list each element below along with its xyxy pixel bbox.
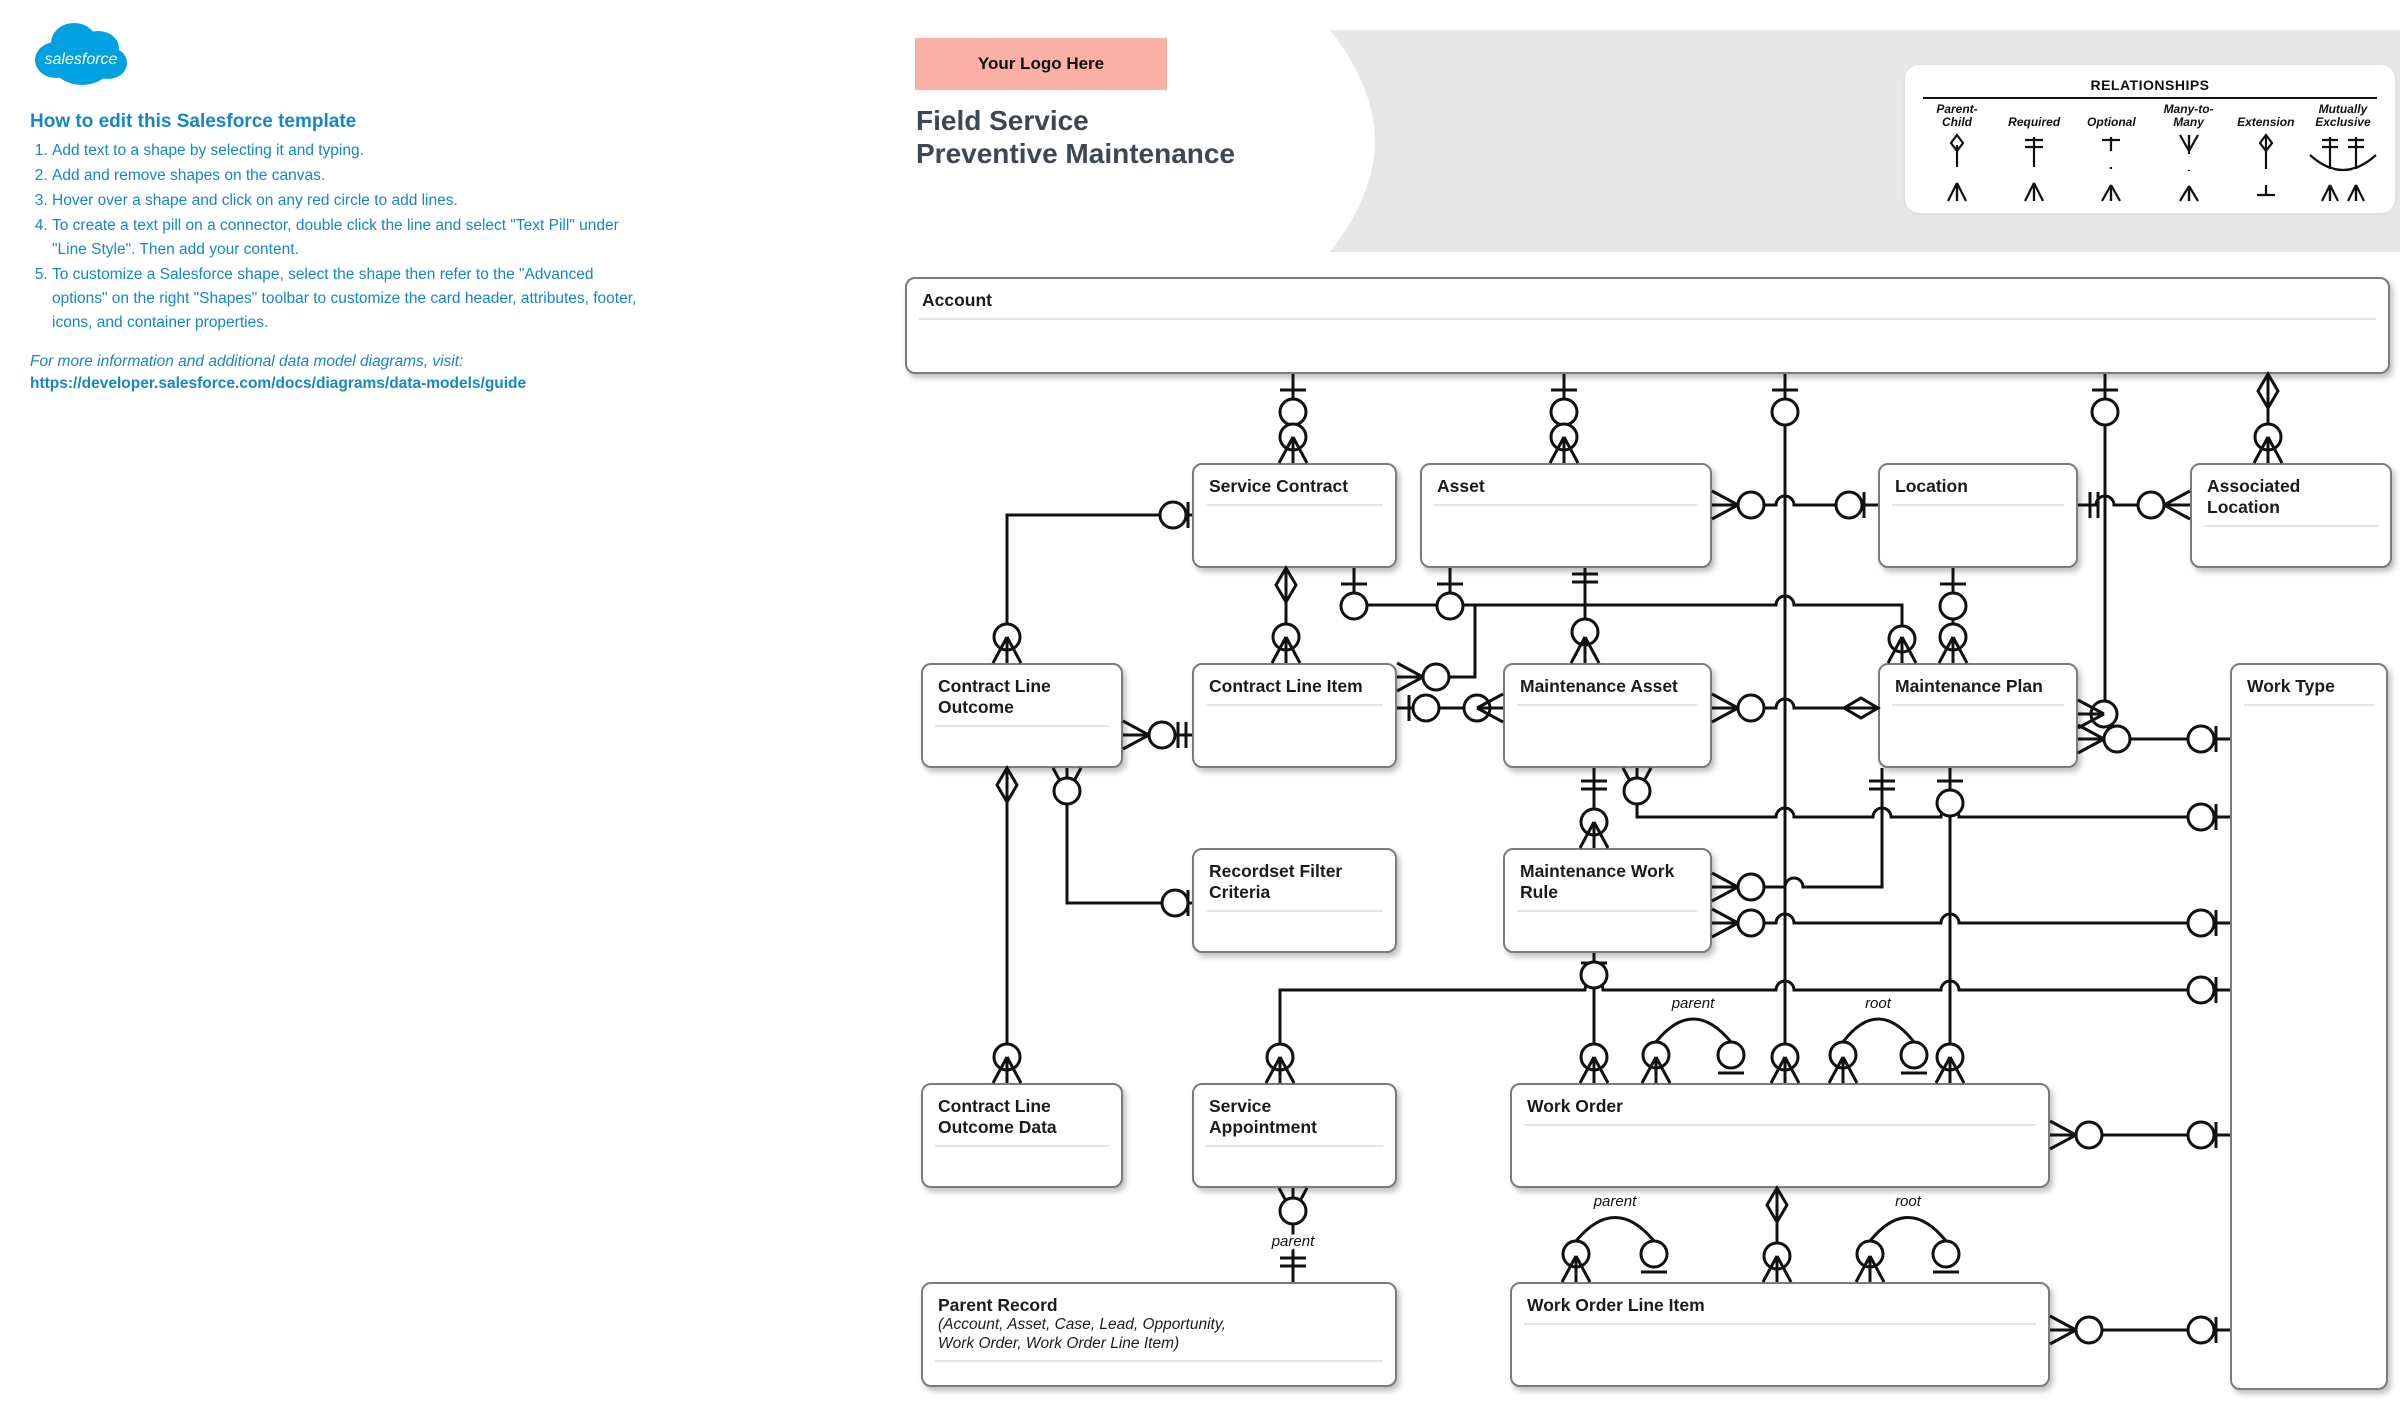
optional-symbol-icon — [2101, 137, 2122, 202]
relationships-legend: RELATIONSHIPS Parent- Child Required — [1905, 65, 2395, 213]
entity-title: Account — [922, 290, 992, 310]
legend-title: RELATIONSHIPS — [2090, 77, 2210, 93]
entity-title: Contract Line Outcome — [938, 676, 1051, 717]
entity-title: Service Contract — [1209, 476, 1349, 496]
entity-title: Parent Record — [938, 1295, 1058, 1315]
sidebar-step-3: Hover over a shape and click on any red … — [52, 189, 650, 213]
entity-title: Asset — [1437, 476, 1485, 496]
entity-title: Maintenance Work Rule — [1520, 861, 1675, 902]
page-title: Field Service Preventive Maintenance — [916, 104, 1235, 170]
entity-title: Maintenance Asset — [1520, 676, 1678, 696]
entity-recordset-filter-criteria[interactable]: Recordset Filter Criteria — [1192, 848, 1397, 953]
sidebar-note: For more information and additional data… — [30, 353, 464, 371]
entity-title: Contract Line Item — [1209, 676, 1363, 696]
entity-title: Recordset Filter Criteria — [1209, 861, 1343, 902]
sidebar-step-1: Add text to a shape by selecting it and … — [52, 139, 650, 163]
entity-asset[interactable]: Asset — [1420, 463, 1712, 568]
entity-title: Maintenance Plan — [1895, 676, 2043, 696]
sidebar-step-5: To customize a Salesforce shape, select … — [52, 263, 650, 335]
entity-maintenance-work-rule[interactable]: Maintenance Work Rule — [1503, 848, 1712, 953]
legend-item-extension: Extension — [2228, 101, 2304, 203]
entity-location[interactable]: Location — [1878, 463, 2078, 568]
salesforce-logo-text: salesforce — [45, 51, 118, 68]
page-title-line2: Preventive Maintenance — [916, 138, 1236, 170]
entity-title: Location — [1895, 476, 1968, 496]
legend-item-parent-child: Parent- Child — [1919, 101, 1995, 203]
entity-title: Work Type — [2247, 676, 2335, 696]
entity-work-order[interactable]: Work Order — [1510, 1083, 2050, 1188]
label-parent-workorder: parent — [1671, 995, 1715, 1012]
entity-parent-record[interactable]: Parent Record (Account, Asset, Case, Lea… — [921, 1282, 1397, 1387]
legend-item-mutually-exclusive: Mutually Exclusive — [2305, 101, 2381, 203]
sidebar-step-2: Add and remove shapes on the canvas. — [52, 164, 650, 188]
salesforce-logo-icon: salesforce — [35, 23, 127, 85]
parent-child-symbol-icon — [1947, 133, 1967, 202]
entity-contract-line-item[interactable]: Contract Line Item — [1192, 663, 1397, 768]
legend-rule — [1923, 97, 2377, 99]
sidebar-link[interactable]: https://developer.salesforce.com/docs/di… — [30, 375, 527, 393]
sidebar: salesforce How to edit this Salesforce t… — [30, 16, 650, 393]
entity-contract-line-outcome-data[interactable]: Contract Line Outcome Data — [921, 1083, 1123, 1188]
entity-title: Associated Location — [2207, 476, 2301, 517]
legend-item-many-to-many: Many-to- Many — [2151, 101, 2227, 203]
sidebar-steps: Add text to a shape by selecting it and … — [30, 139, 650, 335]
page-title-line1: Field Service — [916, 105, 1089, 136]
legend-item-optional: Optional — [2073, 101, 2149, 203]
entity-service-appointment[interactable]: Service Appointment — [1192, 1083, 1397, 1188]
entity-title: Contract Line Outcome Data — [938, 1096, 1057, 1137]
label-parent-serviceappointment: parent — [1271, 1233, 1315, 1250]
required-symbol-icon — [2024, 137, 2045, 202]
entity-account[interactable]: Account — [905, 277, 2390, 374]
sidebar-step-4: To create a text pill on a connector, do… — [52, 214, 650, 262]
extension-symbol-icon — [2256, 133, 2275, 197]
entity-title: Work Order Line Item — [1527, 1295, 1705, 1315]
label-root-woli: root — [1895, 1193, 1922, 1210]
entity-maintenance-plan[interactable]: Maintenance Plan — [1878, 663, 2078, 768]
entity-title: Work Order — [1527, 1096, 1623, 1116]
entity-title: Service Appointment — [1209, 1096, 1317, 1137]
label-parent-woli: parent — [1593, 1193, 1637, 1210]
entity-subtitle: (Account, Asset, Case, Lead, Opportunity… — [938, 1316, 1226, 1352]
logo-placeholder[interactable]: Your Logo Here — [915, 38, 1167, 90]
sidebar-heading: How to edit this Salesforce template — [30, 111, 357, 132]
entity-work-type[interactable]: Work Type — [2230, 663, 2388, 1390]
label-root-workorder: root — [1865, 995, 1892, 1012]
entity-work-order-line-item[interactable]: Work Order Line Item — [1510, 1282, 2050, 1387]
legend-item-required: Required — [1996, 101, 2072, 203]
entity-maintenance-asset[interactable]: Maintenance Asset — [1503, 663, 1712, 768]
many-to-many-symbol-icon — [2178, 134, 2199, 202]
entity-contract-line-outcome[interactable]: Contract Line Outcome — [921, 663, 1123, 768]
mutually-exclusive-symbol-icon — [2309, 137, 2377, 202]
entity-service-contract[interactable]: Service Contract — [1192, 463, 1397, 568]
entity-associated-location[interactable]: Associated Location — [2190, 463, 2392, 568]
